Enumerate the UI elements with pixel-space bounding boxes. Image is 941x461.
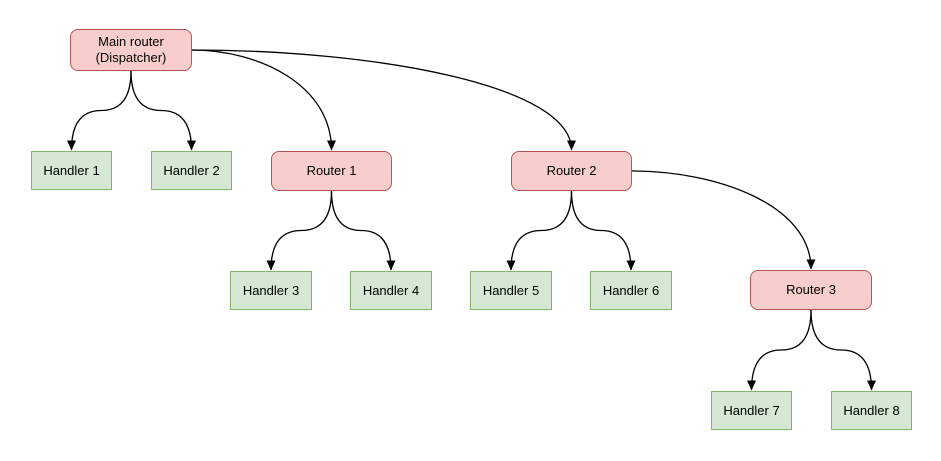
node-r3-router: Router 3 bbox=[750, 270, 872, 310]
node-label: Router 2 bbox=[546, 163, 597, 178]
node-h4-handler: Handler 4 bbox=[350, 271, 432, 310]
edge-main-to-r2 bbox=[191, 49, 576, 151]
node-h1-handler: Handler 1 bbox=[31, 151, 112, 190]
node-label: Main router (Dispatcher) bbox=[95, 34, 167, 65]
edge-r1-to-h4 bbox=[330, 190, 396, 271]
edge-main-to-r1 bbox=[191, 49, 336, 151]
edge-r2-to-r3 bbox=[631, 170, 816, 270]
edge-main-to-h1 bbox=[67, 70, 132, 151]
node-label: Handler 4 bbox=[362, 282, 420, 298]
edge-main-to-h2 bbox=[130, 70, 196, 151]
node-label: Handler 5 bbox=[482, 282, 540, 298]
node-h7-handler: Handler 7 bbox=[711, 391, 792, 430]
node-label: Handler 2 bbox=[163, 162, 220, 178]
node-label: Handler 7 bbox=[723, 402, 780, 418]
node-h3-handler: Handler 3 bbox=[230, 271, 312, 310]
edge-r3-to-h7 bbox=[747, 309, 812, 391]
node-h2-handler: Handler 2 bbox=[151, 151, 232, 190]
node-label: Handler 3 bbox=[242, 282, 300, 298]
edge-r2-to-h5 bbox=[506, 190, 573, 271]
node-label: Router 1 bbox=[306, 163, 357, 178]
node-r1-router: Router 1 bbox=[271, 151, 392, 191]
node-h6-handler: Handler 6 bbox=[590, 271, 672, 310]
node-h5-handler: Handler 5 bbox=[470, 271, 552, 310]
edge-r1-to-h3 bbox=[266, 190, 333, 271]
edge-r3-to-h8 bbox=[810, 309, 876, 391]
edge-r2-to-h6 bbox=[570, 190, 636, 271]
node-label: Handler 1 bbox=[43, 162, 100, 178]
node-h8-handler: Handler 8 bbox=[831, 391, 912, 430]
node-label: Router 3 bbox=[786, 282, 836, 297]
node-r2-router: Router 2 bbox=[511, 151, 632, 191]
node-main-router: Main router (Dispatcher) bbox=[70, 29, 192, 71]
node-label: Handler 6 bbox=[602, 282, 660, 298]
node-label: Handler 8 bbox=[843, 402, 900, 418]
